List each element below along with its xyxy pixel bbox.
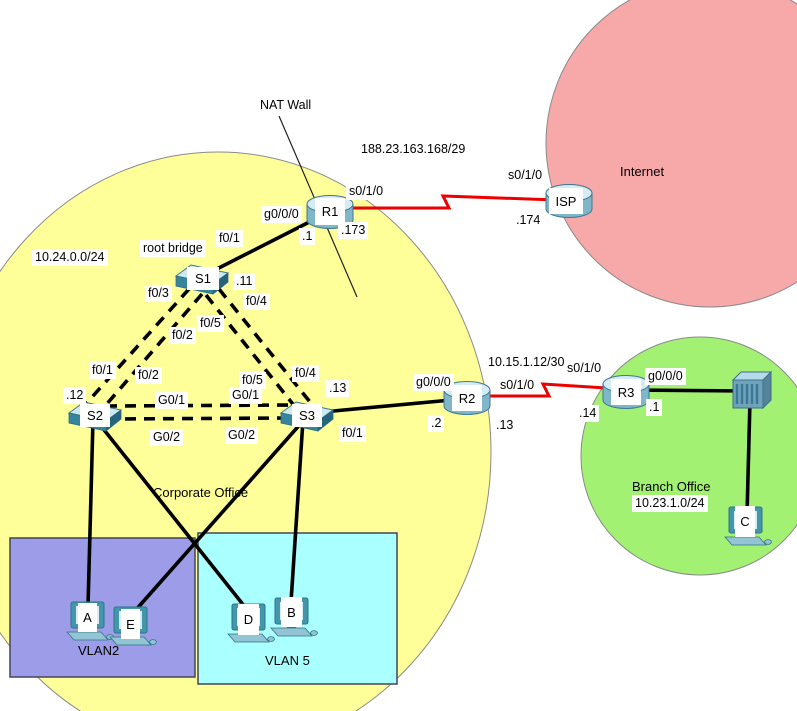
note-branch-subnet: 10.23.1.0/24	[632, 495, 708, 512]
port-s3-g01: G0/1	[229, 387, 263, 404]
port-s3-f05: f0/5	[239, 372, 266, 389]
link-s1-s2-f02-f02[interactable]	[97, 292, 204, 415]
link-switch-pc-c[interactable]	[745, 399, 752, 516]
port-isp-serial: s0/1/0	[505, 167, 546, 184]
port-s2-f01: f0/1	[89, 362, 116, 379]
port-s3-g02: G0/2	[225, 427, 259, 444]
device-label-isp[interactable]: ISP	[549, 188, 583, 214]
note-corporate-subnet: 10.24.0.0/24	[32, 249, 108, 266]
note-root-bridge: root bridge	[140, 240, 206, 257]
ip-s2: .12	[63, 387, 87, 404]
link-s2-pc-a[interactable]	[86, 419, 95, 607]
port-s1-f02: f0/2	[169, 327, 196, 344]
port-s1-to-r1: f0/1	[216, 230, 243, 247]
branch-switch[interactable]	[731, 370, 773, 410]
ip-r1-lan: .1	[299, 228, 316, 245]
device-label-s1[interactable]: S1	[187, 267, 219, 290]
link-s1-s3-f04-f04[interactable]	[217, 287, 312, 404]
link-s3-pc-b[interactable]	[289, 419, 305, 603]
link-s2-s3-g02[interactable]	[105, 416, 295, 421]
link-s1-r1[interactable]	[204, 211, 328, 277]
ip-r1-wan: .173	[338, 222, 369, 239]
device-label-r1[interactable]: R1	[315, 198, 345, 225]
port-s3-f04: f0/4	[292, 365, 319, 382]
port-s2-g02: G0/2	[150, 429, 184, 446]
port-r1-gig: g0/0/0	[261, 206, 302, 223]
port-r2-gig: g0/0/0	[413, 374, 454, 391]
ip-r2-lan: .2	[428, 415, 445, 432]
ip-r3-lan: .1	[646, 399, 663, 416]
ip-r2-wan: .13	[493, 417, 517, 434]
device-label-s3[interactable]: S3	[292, 404, 322, 427]
link-serial-r2-r3[interactable]	[470, 382, 623, 398]
region-title-corporate: Corporate Office	[153, 485, 249, 500]
device-label-pc-c[interactable]: C	[735, 506, 755, 537]
note-nat-wall: NAT Wall	[257, 97, 315, 114]
link-s1-s3-f05-f05[interactable]	[204, 293, 298, 410]
region-title-vlan5: VLAN 5	[265, 653, 310, 668]
port-s2-f02: f0/2	[135, 367, 162, 384]
port-s1-f04: f0/4	[243, 293, 270, 310]
region-title-branch: Branch Office	[632, 479, 711, 494]
ip-isp: .174	[513, 212, 544, 229]
port-s2-g01: G0/1	[155, 392, 189, 409]
port-s1-f05: f0/5	[197, 315, 224, 332]
internet-region	[545, 0, 797, 308]
link-s3-r2[interactable]	[311, 397, 463, 415]
link-s1-s2-f03-f01[interactable]	[82, 287, 191, 408]
note-wan2-subnet: 10.15.1.12/30	[485, 354, 568, 371]
region-title-internet: Internet	[620, 164, 665, 179]
device-label-pc-d[interactable]: D	[238, 604, 259, 635]
device-label-pc-e[interactable]: E	[121, 609, 140, 639]
link-s2-s3-g01[interactable]	[105, 403, 295, 408]
port-r3-serial: s0/1/0	[564, 360, 605, 377]
device-label-r2[interactable]: R2	[452, 385, 482, 411]
port-r3-gig: g0/0/0	[645, 368, 686, 385]
link-r3-switch[interactable]	[629, 388, 749, 393]
device-label-pc-b[interactable]: B	[281, 597, 302, 627]
link-s3-pc-e[interactable]	[132, 419, 305, 614]
device-label-pc-a[interactable]: A	[78, 603, 97, 632]
ip-s1: .11	[233, 273, 256, 290]
link-serial-r1-isp[interactable]	[334, 194, 557, 210]
port-r1-serial: s0/1/0	[346, 183, 387, 200]
port-s3-to-r2: f0/1	[339, 425, 366, 442]
device-label-s2[interactable]: S2	[80, 404, 110, 427]
region-title-vlan2: VLAN2	[78, 643, 120, 658]
port-s1-f03: f0/3	[145, 285, 172, 302]
port-r2-serial: s0/1/0	[497, 377, 538, 394]
link-s2-pc-d[interactable]	[95, 419, 247, 609]
note-wan1-subnet: 188.23.163.168/29	[358, 141, 469, 158]
device-label-r3[interactable]: R3	[611, 379, 641, 405]
ip-s3: .13	[326, 380, 350, 397]
ip-r3-wan: .14	[576, 405, 600, 422]
